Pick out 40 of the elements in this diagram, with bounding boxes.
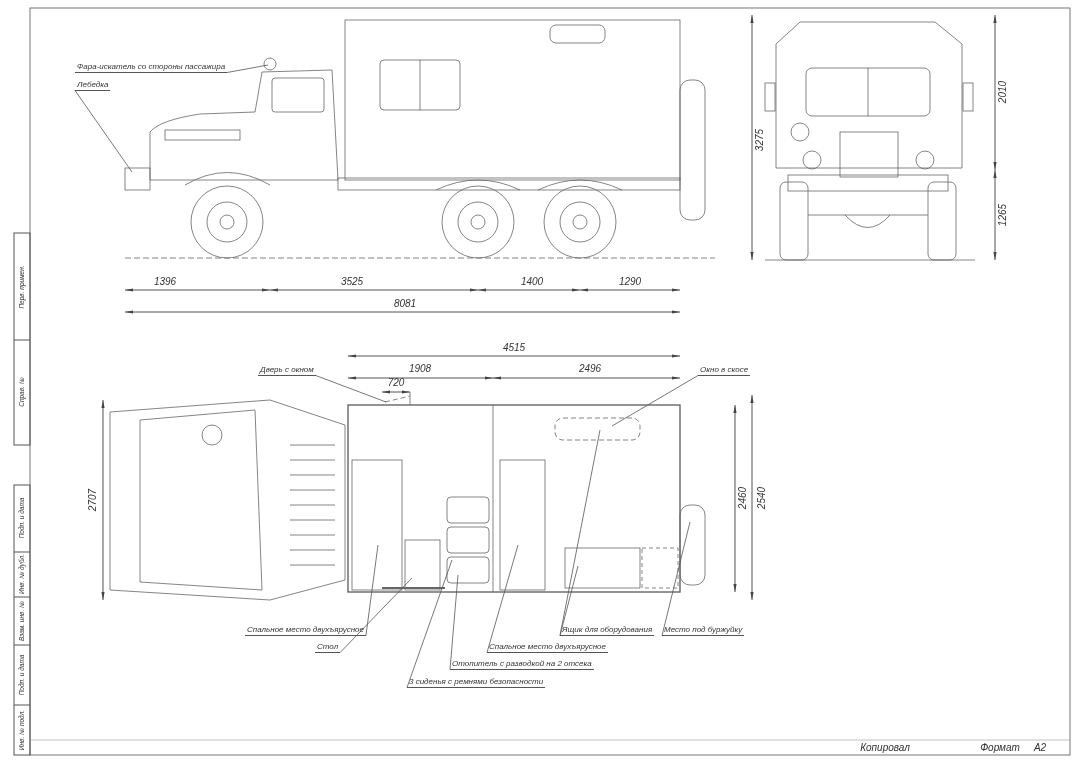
dimension-value: 2707: [87, 488, 99, 512]
dimension-value: 2010: [997, 80, 1009, 104]
callout-label: Спальное место двухъярусное: [487, 641, 608, 653]
dimension-value: 1908: [408, 363, 432, 375]
callout-label: Отопитель с разводкой на 2 отсека: [450, 658, 594, 670]
dimension-value: 720: [387, 377, 405, 389]
leader-line: [611, 375, 699, 427]
title-block-label: Копировал: [860, 742, 910, 754]
dimension-value: 2460: [737, 486, 749, 510]
callout-label: Лебедка: [75, 79, 111, 91]
leader-line: [74, 90, 133, 173]
callout-label: Спальное место двухъярусное: [245, 624, 366, 636]
dimension-value: 3275: [754, 128, 766, 152]
leader-line: [406, 559, 453, 688]
title-block-label: А2: [1033, 742, 1047, 754]
dimension-value: 8081: [393, 298, 417, 310]
dimension-value: 2540: [756, 486, 768, 510]
dimension-value: 1265: [997, 203, 1009, 227]
dimension-value: 1400: [520, 276, 544, 288]
callout-label: Стол: [315, 641, 341, 653]
callout-label: Место под буржуйку: [662, 624, 745, 636]
callout-label: Фара-искатель со стороны пассажира: [75, 61, 228, 73]
leader-line: [559, 429, 601, 636]
callout-label: Дверь с окном: [258, 364, 316, 376]
leader-line: [661, 521, 691, 636]
dimension-value: 2496: [578, 363, 602, 375]
leader-line: [486, 544, 519, 653]
callout-label: 3 сиденья с ремнями безопасности: [407, 676, 546, 688]
title-block-label: Формат: [980, 742, 1020, 754]
dimension-value: 4515: [502, 342, 526, 354]
leader-line: [226, 64, 269, 73]
callout-label: Ящик для оборудования: [560, 624, 655, 636]
leader-line: [449, 574, 459, 670]
leader-line: [365, 544, 379, 636]
dimension-value: 1396: [153, 276, 177, 288]
leader-line: [339, 577, 413, 653]
dimension-value: 3525: [340, 276, 364, 288]
dimension-value: 1290: [618, 276, 642, 288]
leader-line: [315, 375, 387, 403]
callout-label: Окно в скосе: [698, 364, 751, 376]
